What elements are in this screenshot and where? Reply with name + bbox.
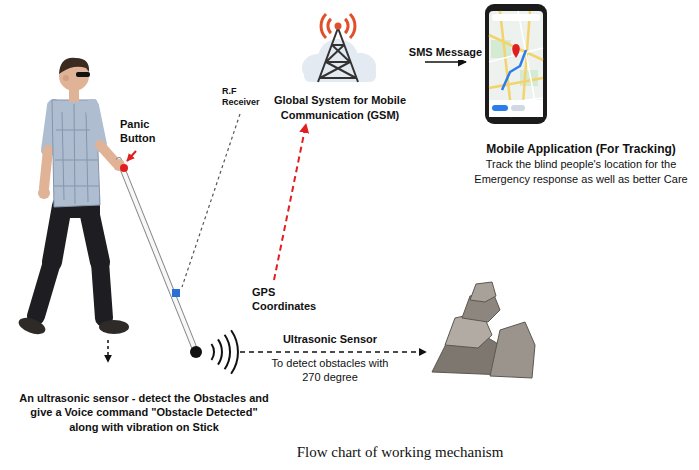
back-shoe: [16, 315, 47, 338]
stick-user-figure: An ultrasonic sensor - detect the Obstac…: [14, 54, 274, 436]
back-forearm: [44, 150, 48, 188]
gps-label: GPS Coordinates: [250, 286, 324, 314]
antenna-tip: [335, 23, 342, 30]
shirt: [52, 100, 100, 207]
back-hand: [38, 187, 50, 199]
sunglasses: [76, 72, 90, 77]
tower-title: Global System for Mobile Communication (…: [257, 93, 423, 122]
phone-screen: [489, 11, 543, 117]
map-streets: [489, 11, 543, 117]
app-description: Track the blind people's location for th…: [468, 157, 694, 186]
gsm-tower: Global System for Mobile Communication (…: [255, 4, 425, 124]
sms-label: SMS Message: [407, 46, 484, 60]
rf-receiver-label: R.F Receiver: [222, 86, 270, 109]
sms-connector: [425, 61, 466, 63]
shirt-checks: [54, 104, 99, 204]
caption-text: Flow chart of working mechanism: [270, 444, 530, 461]
front-forearm: [100, 145, 116, 163]
ear: [63, 75, 69, 81]
back-shin: [36, 262, 52, 316]
bottom-card: [489, 100, 543, 117]
wave-arc: [212, 344, 215, 360]
sensor-note-leader: [107, 340, 109, 362]
map-pin: [512, 44, 520, 58]
app-title: Mobile Application (For Tracking): [486, 142, 676, 157]
ultrasonic-waves: [212, 330, 238, 374]
front-shin: [100, 262, 104, 318]
white-cane: [113, 159, 202, 358]
sensor-arrow-note: To detect obstacles with 270 degree: [268, 357, 392, 385]
cane-shaft: [119, 160, 196, 352]
search-bar: [492, 14, 540, 21]
blind-person-figure: [16, 58, 129, 338]
phone-illustration: [485, 4, 547, 124]
map-roads: [489, 11, 543, 117]
wave-arc: [225, 335, 230, 369]
rf-leader: [182, 114, 240, 287]
rock: [490, 322, 535, 378]
front-upper-arm: [92, 106, 100, 145]
obstacle-rocks: [432, 282, 535, 378]
rock: [470, 282, 496, 302]
map-route: [502, 50, 526, 90]
panic-button-dot: [120, 164, 128, 172]
ultrasonic-arrow: [240, 351, 426, 353]
tracking-app-phone: Mobile Application (For Tracking)Track t…: [466, 4, 696, 188]
rf-receiver-dot: [172, 289, 180, 297]
front-shoe: [99, 320, 129, 334]
gsm-tower-illustration: [302, 14, 376, 82]
gps-connector: [274, 124, 306, 280]
wave-arc: [218, 339, 222, 364]
signal-arcs-right: [345, 14, 355, 38]
sensor-arrow-title: Ultrasonic Sensor: [270, 333, 390, 347]
figure-caption: Flow chart of working mechanism: [270, 444, 530, 461]
ultrasonic-sensor-dot: [190, 346, 202, 358]
app-button: [492, 105, 508, 111]
phone-frame: [485, 4, 547, 124]
hair: [59, 58, 89, 74]
signal-arcs-left: [321, 14, 331, 38]
cane-outline: [119, 160, 196, 352]
panic-button-label: Panic Button: [120, 118, 164, 146]
wave-arc: [231, 330, 238, 374]
panic-leader: [127, 151, 136, 161]
app-button: [511, 105, 525, 111]
sensor-note: An ultrasonic sensor - detect the Obstac…: [16, 391, 272, 434]
